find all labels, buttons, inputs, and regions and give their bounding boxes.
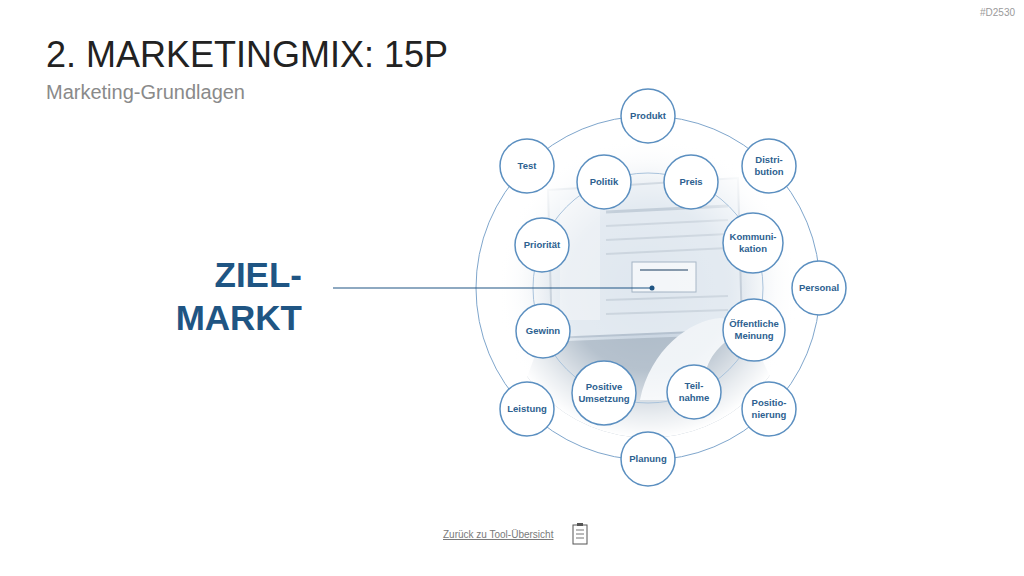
clipboard-line xyxy=(576,534,584,535)
clipboard-line xyxy=(576,530,584,531)
circle-shape xyxy=(621,432,675,486)
circle-shape xyxy=(515,218,569,272)
p-circle: Positive Umsetzung xyxy=(571,360,637,426)
circle-label: Öffentliche Meinung xyxy=(729,318,779,342)
circle-shape xyxy=(500,139,554,193)
circle-label: Positive Umsetzung xyxy=(578,381,629,405)
clipboard-board xyxy=(573,525,587,544)
circle-label: Produkt xyxy=(630,110,666,122)
circle-content: Positio- nierung xyxy=(741,381,797,437)
circle-label: Priorität xyxy=(524,239,560,251)
circle-label: Teil- nahme xyxy=(679,380,710,404)
photo-fade xyxy=(490,130,810,450)
circle-content: Produkt xyxy=(620,88,676,144)
clipboard-icon xyxy=(573,523,587,544)
circle-shape xyxy=(792,261,846,315)
circle-label: Leistung xyxy=(507,403,547,415)
circle-shape xyxy=(742,139,796,193)
circle-shape xyxy=(500,382,554,436)
circle-shape xyxy=(723,213,783,273)
circle-content: Öffentliche Meinung xyxy=(722,298,786,362)
circle-content: Preis xyxy=(663,154,719,210)
slide-title: 2. MARKETINGMIX: 15P xyxy=(46,34,448,76)
circle-shape xyxy=(621,89,675,143)
circle-shape xyxy=(667,365,721,419)
subtitle: Marketing-Grundlagen xyxy=(46,81,245,104)
circle-label: Planung xyxy=(629,453,666,465)
clipboard-clip xyxy=(577,523,583,526)
circle-label: Positio- nierung xyxy=(752,397,787,421)
laptop-photo xyxy=(490,130,810,450)
p-circle: Personal xyxy=(791,260,847,316)
circle-shape xyxy=(572,361,636,425)
p-circle: Gewinn xyxy=(515,303,571,359)
circle-shape xyxy=(742,382,796,436)
circle-label: Preis xyxy=(679,176,702,188)
circle-content: Gewinn xyxy=(515,303,571,359)
circle-label: Kommuni- kation xyxy=(730,231,777,255)
circle-content: Test xyxy=(499,138,555,194)
p-circle: Preis xyxy=(663,154,719,210)
circle-shape xyxy=(577,155,631,209)
p-circle: Teil- nahme xyxy=(666,364,722,420)
p-circle: Planung xyxy=(620,431,676,487)
circle-content: Priorität xyxy=(514,217,570,273)
p-circle: Öffentliche Meinung xyxy=(722,298,786,362)
circle-content: Distri- bution xyxy=(741,138,797,194)
circle-label: Distri- bution xyxy=(754,154,783,178)
back-link: Zurück zu Tool-Übersicht xyxy=(443,529,553,540)
circle-content: Personal xyxy=(791,260,847,316)
photo-ground xyxy=(490,130,810,450)
circle-content: Positive Umsetzung xyxy=(571,360,637,426)
leader-dot xyxy=(650,286,655,291)
circle-content: Politik xyxy=(576,154,632,210)
circle-label: Gewinn xyxy=(526,325,560,337)
leader-line xyxy=(333,287,650,288)
circle-label: Politik xyxy=(590,176,619,188)
circle-shape xyxy=(516,304,570,358)
circle-shape xyxy=(723,299,785,361)
p-circle: Distri- bution xyxy=(741,138,797,194)
circle-content: Planung xyxy=(620,431,676,487)
clipboard-line xyxy=(576,538,584,539)
p-circle: Leistung xyxy=(499,381,555,437)
circle-label: Test xyxy=(518,160,537,172)
p-circle: Kommuni- kation xyxy=(722,212,784,274)
p-circle: Politik xyxy=(576,154,632,210)
slide-id: #D2530 xyxy=(980,7,1015,18)
p-circle: Positio- nierung xyxy=(741,381,797,437)
circle-content: Kommuni- kation xyxy=(722,212,784,274)
p-circle: Priorität xyxy=(514,217,570,273)
circle-shape xyxy=(664,155,718,209)
circle-content: Leistung xyxy=(499,381,555,437)
target-market-label: ZIEL- MARKT xyxy=(176,253,302,339)
circle-content: Teil- nahme xyxy=(666,364,722,420)
p-circle: Test xyxy=(499,138,555,194)
circle-label: Personal xyxy=(799,282,839,294)
p-circle: Produkt xyxy=(620,88,676,144)
